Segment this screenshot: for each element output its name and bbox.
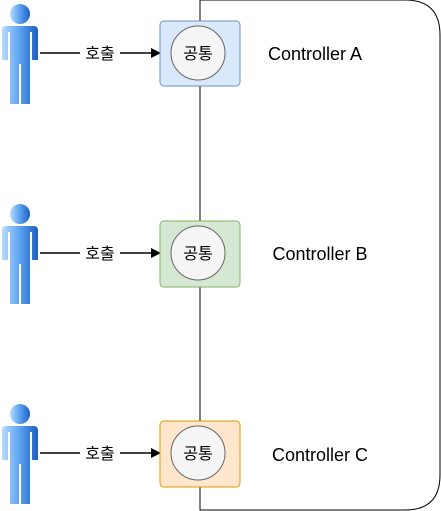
- user-figure-icon: [2, 404, 38, 504]
- common-circle: [170, 25, 226, 81]
- call-label-bg: [80, 244, 120, 264]
- row-controller-c: 호출 공통 Controller C: [2, 404, 368, 504]
- user-figure-icon: [2, 204, 38, 304]
- row-controller-b: 호출 공통 Controller B: [2, 204, 368, 304]
- controller-b-label: Controller B: [272, 244, 367, 264]
- controller-container: [199, 0, 441, 511]
- call-label-bg: [80, 444, 120, 464]
- call-label: 호출: [85, 444, 114, 463]
- call-label: 호출: [85, 44, 114, 63]
- controller-a-label: Controller A: [268, 44, 362, 64]
- common-label: 공통: [183, 44, 212, 63]
- common-label: 공통: [183, 444, 212, 463]
- common-label: 공통: [183, 244, 212, 263]
- common-circle: [170, 425, 226, 481]
- controller-c-label: Controller C: [272, 445, 368, 465]
- user-figure-icon: [2, 4, 38, 104]
- call-label-bg: [80, 44, 120, 64]
- row-controller-a: 호출 공통 Controller A: [2, 4, 362, 104]
- common-circle: [170, 225, 226, 281]
- call-label: 호출: [85, 244, 114, 263]
